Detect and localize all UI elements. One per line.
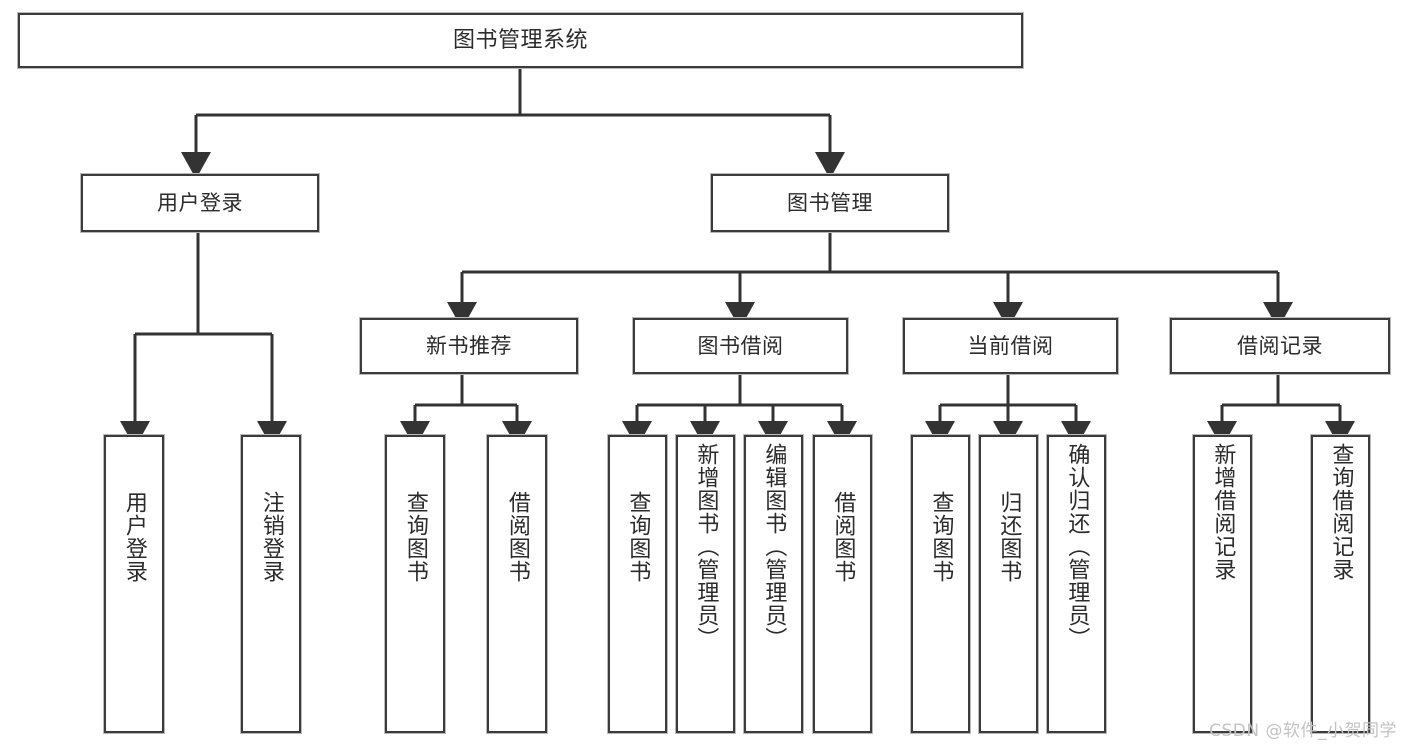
node-leaf-return-book[interactable]: 归还图书 bbox=[979, 435, 1038, 733]
node-label: 注销登录 bbox=[258, 491, 284, 583]
node-label: 用户登录 bbox=[157, 190, 243, 215]
node-book-borrow[interactable]: 图书借阅 bbox=[633, 318, 848, 374]
node-borrow-record[interactable]: 借阅记录 bbox=[1170, 318, 1390, 374]
node-book-manage[interactable]: 图书管理 bbox=[711, 174, 949, 232]
node-label: 确认归还（管理员） bbox=[1064, 443, 1090, 650]
node-label: 用户登录 bbox=[121, 491, 147, 583]
node-leaf-query-borrow-record[interactable]: 查询借阅记录 bbox=[1311, 435, 1370, 733]
node-leaf-query-book-current[interactable]: 查询图书 bbox=[911, 435, 970, 733]
node-label: 新增图书（管理员） bbox=[693, 443, 719, 650]
node-leaf-logout-login[interactable]: 注销登录 bbox=[241, 435, 301, 733]
node-label: 新书推荐 bbox=[426, 333, 512, 358]
node-label: 查询借阅记录 bbox=[1328, 443, 1354, 581]
node-label: 新增借阅记录 bbox=[1210, 443, 1236, 581]
node-root-system[interactable]: 图书管理系统 bbox=[18, 13, 1023, 68]
watermark-text: CSDN @软件_小贺同学 bbox=[1209, 721, 1397, 741]
node-label: 借阅图书 bbox=[504, 491, 530, 583]
node-leaf-borrow-book[interactable]: 借阅图书 bbox=[813, 435, 872, 733]
node-label: 当前借阅 bbox=[967, 333, 1054, 358]
node-leaf-query-book-recommend[interactable]: 查询图书 bbox=[385, 435, 445, 733]
node-new-book-recommend[interactable]: 新书推荐 bbox=[360, 318, 578, 374]
node-label: 图书管理 bbox=[787, 190, 873, 215]
node-label: 查询图书 bbox=[402, 491, 428, 583]
node-leaf-add-book-admin[interactable]: 新增图书（管理员） bbox=[676, 435, 735, 733]
node-leaf-edit-book-admin[interactable]: 编辑图书（管理员） bbox=[744, 435, 803, 733]
node-label: 图书管理系统 bbox=[452, 27, 588, 53]
node-label: 借阅记录 bbox=[1237, 333, 1323, 358]
node-user-login[interactable]: 用户登录 bbox=[81, 174, 319, 232]
node-leaf-user-login[interactable]: 用户登录 bbox=[104, 435, 164, 733]
node-leaf-query-book-borrow[interactable]: 查询图书 bbox=[608, 435, 667, 733]
node-current-borrow[interactable]: 当前借阅 bbox=[903, 318, 1118, 374]
node-label: 编辑图书（管理员） bbox=[761, 443, 787, 650]
node-label: 借阅图书 bbox=[830, 491, 856, 583]
node-leaf-add-borrow-record[interactable]: 新增借阅记录 bbox=[1193, 435, 1252, 733]
node-leaf-borrow-book-recommend[interactable]: 借阅图书 bbox=[487, 435, 547, 733]
node-label: 查询图书 bbox=[625, 491, 651, 583]
node-label: 归还图书 bbox=[996, 491, 1022, 583]
node-leaf-confirm-return-admin[interactable]: 确认归还（管理员） bbox=[1047, 435, 1106, 733]
node-label: 查询图书 bbox=[928, 491, 954, 583]
node-label: 图书借阅 bbox=[697, 333, 784, 358]
